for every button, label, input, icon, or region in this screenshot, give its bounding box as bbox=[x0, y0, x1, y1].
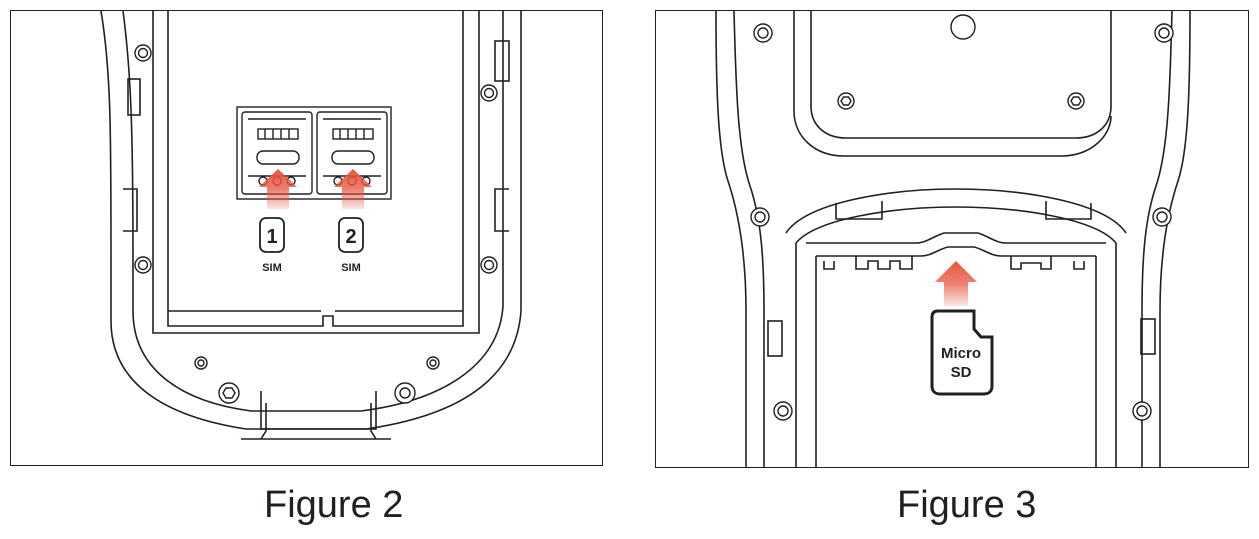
svg-text:1: 1 bbox=[266, 226, 277, 248]
svg-text:2: 2 bbox=[345, 226, 356, 248]
figure-3-panel: Micro SD bbox=[655, 10, 1249, 468]
insert-arrow-slot-1 bbox=[259, 169, 297, 209]
sim-badge-2: 2 SIM bbox=[338, 217, 364, 274]
sim-label-1: SIM bbox=[262, 262, 282, 274]
sim-badge-1: 1 SIM bbox=[259, 217, 285, 274]
figure-2-caption: Figure 2 bbox=[264, 484, 403, 527]
caption-word: Figure bbox=[264, 484, 372, 526]
sim-slot-diagram: 1 SIM 2 SIM bbox=[100, 11, 522, 440]
caption-number: 2 bbox=[382, 484, 404, 526]
screws bbox=[134, 44, 498, 404]
insert-arrow-slot-2 bbox=[334, 169, 372, 209]
caption-number: 3 bbox=[1015, 484, 1037, 526]
device-body-outline bbox=[100, 11, 522, 440]
sim-label-2: SIM bbox=[341, 262, 361, 274]
device-back-outline bbox=[715, 11, 1191, 467]
microsd-label-line1: Micro bbox=[941, 345, 981, 362]
microsd-card: Micro SD bbox=[930, 309, 994, 396]
insert-arrow-microsd bbox=[935, 261, 977, 306]
microsd-slot-diagram: Micro SD bbox=[715, 11, 1191, 467]
screws bbox=[750, 14, 1174, 421]
figure-2-panel: 1 SIM 2 SIM bbox=[10, 10, 603, 466]
figure-3-caption: Figure 3 bbox=[897, 484, 1036, 527]
caption-word: Figure bbox=[897, 484, 1005, 526]
microsd-label-line2: SD bbox=[951, 364, 972, 381]
